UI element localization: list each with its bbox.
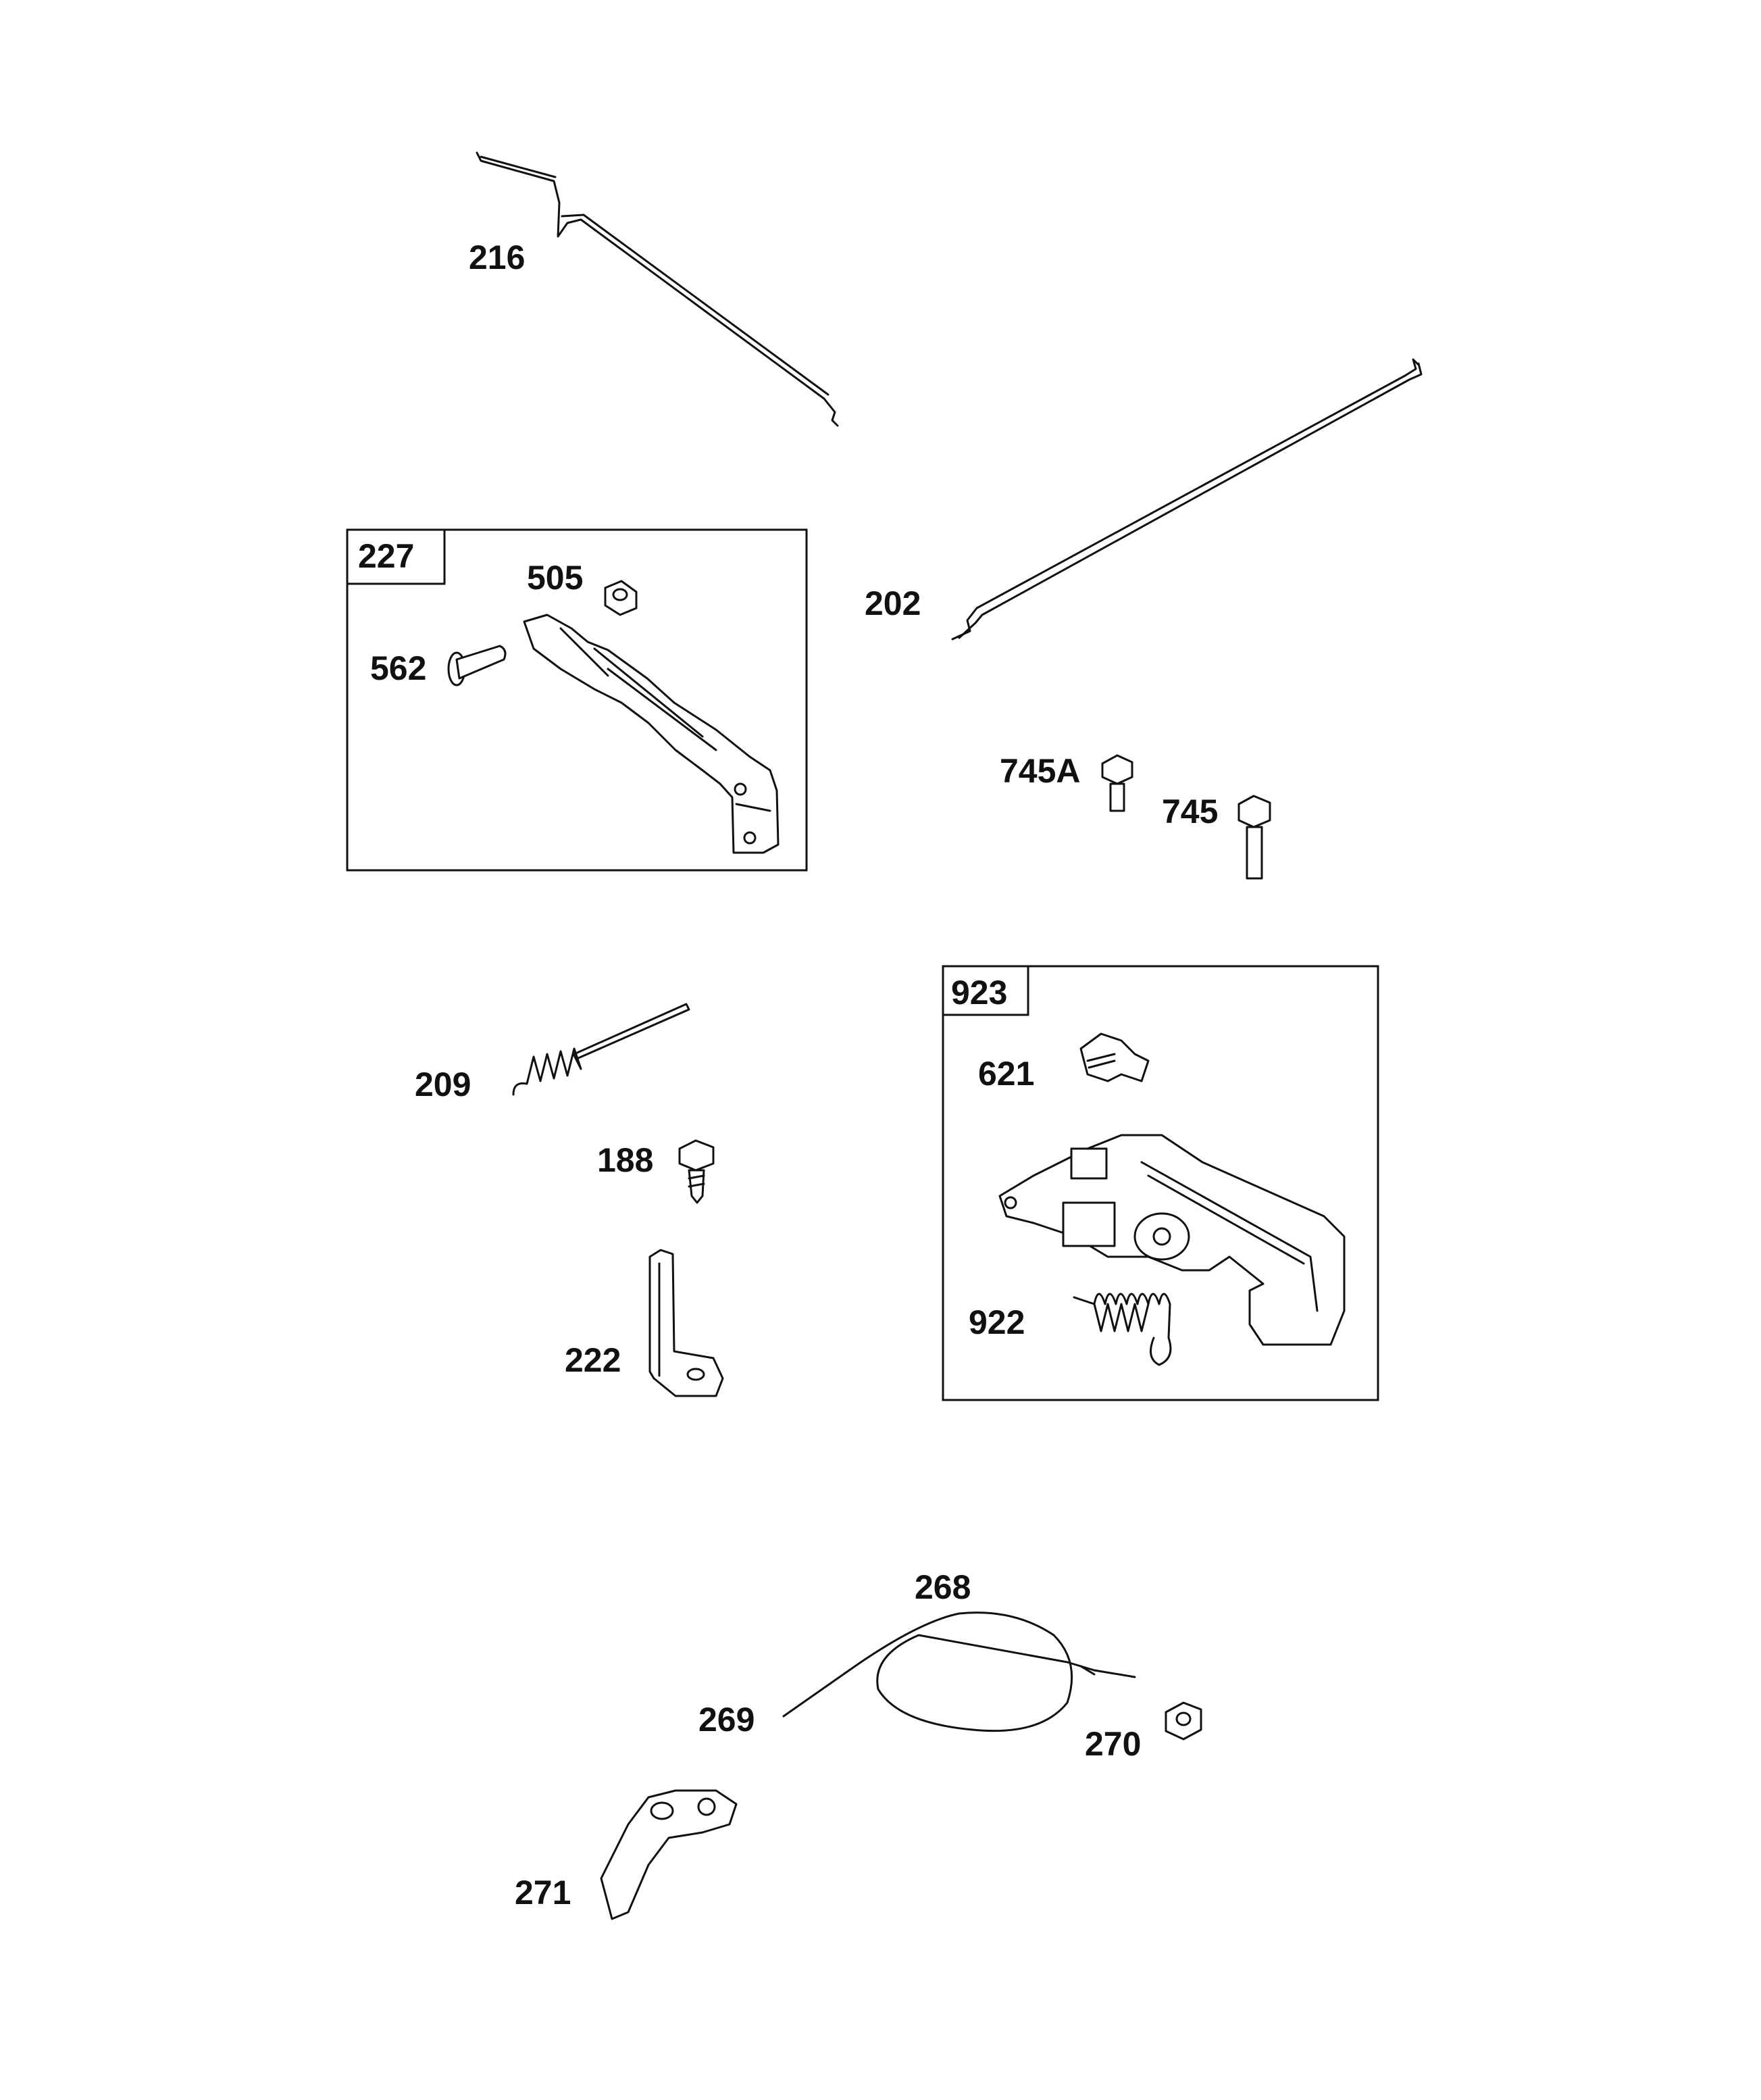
- callout-923: 923: [951, 974, 1007, 1011]
- callout-222: 222: [565, 1341, 621, 1379]
- callout-202: 202: [865, 584, 921, 622]
- callout-271: 271: [515, 1874, 571, 1911]
- part-922-spring[interactable]: [1073, 1293, 1172, 1366]
- callout-269: 269: [698, 1701, 755, 1739]
- part-621-clip[interactable]: [1079, 1032, 1150, 1082]
- part-202-throttle-link[interactable]: [951, 358, 1423, 641]
- callout-270: 270: [1085, 1725, 1141, 1763]
- callout-562: 562: [370, 649, 426, 687]
- part-745A-bolt[interactable]: [1101, 754, 1133, 812]
- group-923-box: [942, 965, 1379, 1401]
- callout-209: 209: [415, 1066, 471, 1103]
- part-271-bracket[interactable]: [600, 1789, 738, 1920]
- part-505-nut[interactable]: [604, 580, 638, 616]
- part-270-nut[interactable]: [1165, 1701, 1202, 1741]
- part-222-bracket[interactable]: [648, 1249, 724, 1397]
- callout-745A: 745A: [1000, 752, 1081, 790]
- group-227-box: [346, 528, 808, 872]
- part-562-pin[interactable]: [447, 645, 507, 686]
- part-923-governor-control-plate[interactable]: [998, 1134, 1346, 1346]
- part-188-screw[interactable]: [678, 1139, 715, 1204]
- part-268-cable[interactable]: [782, 1611, 1136, 1732]
- callout-745: 745: [1162, 793, 1218, 830]
- callout-621: 621: [978, 1055, 1034, 1093]
- callout-188: 188: [597, 1141, 653, 1179]
- part-209-governor-spring[interactable]: [512, 1003, 690, 1096]
- part-227-control-lever[interactable]: [523, 614, 780, 854]
- part-216-governor-link[interactable]: [476, 151, 839, 427]
- callout-505: 505: [527, 559, 583, 597]
- callout-268: 268: [915, 1568, 971, 1606]
- callout-922: 922: [969, 1303, 1025, 1341]
- callout-216: 216: [469, 239, 525, 276]
- part-745-bolt[interactable]: [1237, 795, 1271, 880]
- callout-227: 227: [358, 537, 414, 575]
